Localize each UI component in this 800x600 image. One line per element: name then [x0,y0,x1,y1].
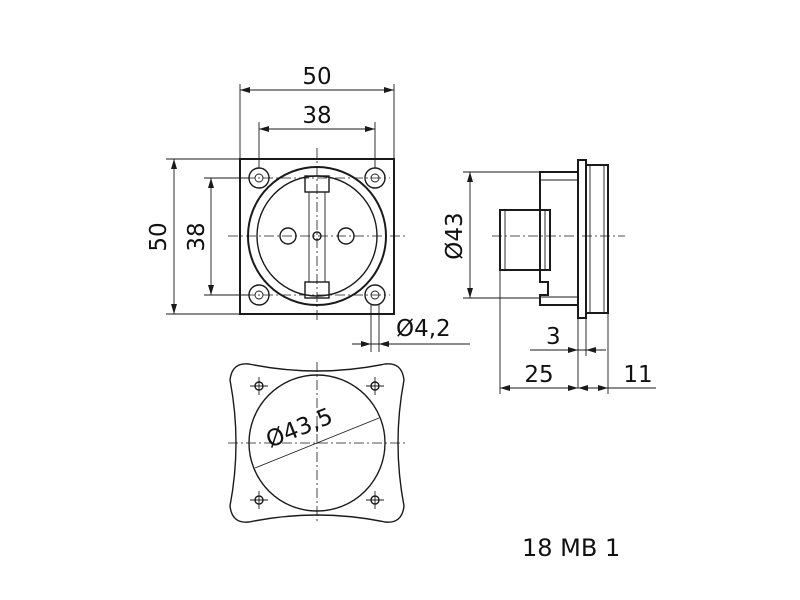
dim-depth-rear: 25 [524,362,553,388]
side-view: Ø43 3 25 11 [442,159,656,394]
cutout-plate-outline [229,363,405,523]
flange [577,159,587,319]
dim-width-inner: 38 [302,103,331,129]
dim-side-diameter: Ø43 [442,212,468,259]
dim-cutout-diameter: Ø43,5 [263,403,337,453]
front-view: 50 38 50 38 Ø4,2 [146,64,470,352]
rear-body [499,209,551,271]
dim-hole-diameter: Ø4,2 [396,316,451,342]
dim-height-inner: 38 [184,222,210,251]
model-code: 18 MB 1 [522,534,620,562]
front-plate [239,158,395,315]
dim-height-outer: 50 [146,222,172,251]
dim-flange-thickness: 3 [546,324,561,350]
housing [539,171,579,306]
dim-width-outer: 50 [302,64,331,90]
cutout-mount-holes [250,377,384,509]
front-collar [585,164,609,314]
cutout-view: Ø43,5 [228,362,406,524]
dim-depth-front: 11 [623,362,652,388]
